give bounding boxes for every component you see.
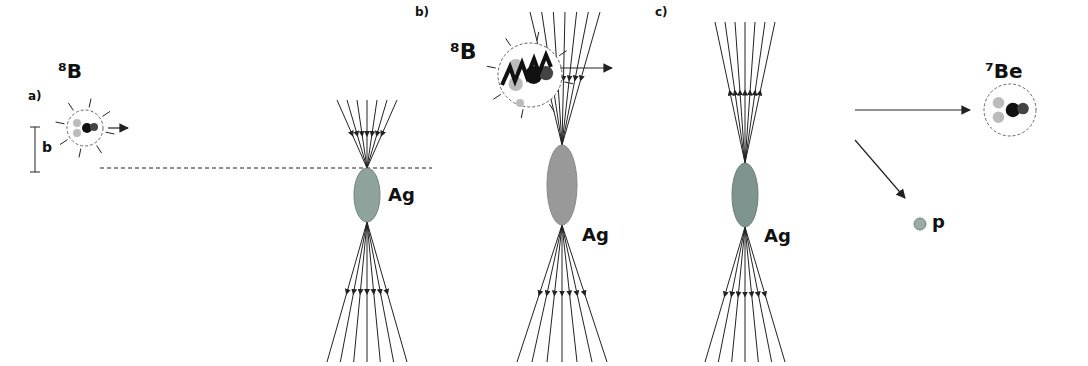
impact-parameter: b — [42, 140, 52, 155]
target-label: Ag — [764, 226, 791, 246]
nucleus-label: ⁷Be — [985, 60, 1023, 82]
nucleus-label: ⁸B — [450, 40, 476, 64]
target-label: Ag — [388, 185, 415, 205]
nucleus-label: ⁸B — [58, 60, 82, 82]
panel-letter: b) — [415, 6, 429, 19]
target-label: Ag — [582, 225, 609, 245]
particle-label: p — [932, 212, 945, 232]
panel-letter: a) — [28, 90, 42, 103]
panel-letter: c) — [655, 6, 668, 19]
